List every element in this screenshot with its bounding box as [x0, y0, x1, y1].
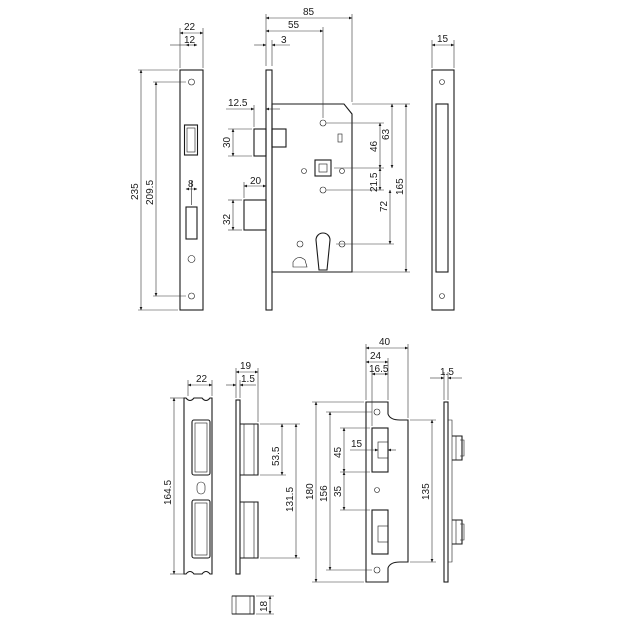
- dim-plate-24: 24: [370, 351, 382, 362]
- strike-box-view: 18: [231, 595, 274, 615]
- dim-latch-height: 30: [222, 136, 233, 148]
- dim-body-overall: 85: [303, 7, 315, 18]
- faceplate-front-view: 22 12 235 209.5 8: [130, 22, 204, 311]
- dim-plate-180: 180: [305, 483, 316, 500]
- dim-plate-edge-thickness: 1.5: [440, 367, 454, 378]
- dim-bolt-projection: 20: [250, 176, 262, 187]
- dim-faceplate-inner: 12: [184, 35, 196, 46]
- dim-plate-45: 45: [333, 446, 344, 458]
- dim-165: 165: [395, 178, 406, 195]
- dim-plate-15: 15: [351, 439, 363, 450]
- strike-plate-view: 40 24 16.5 180 156 45 35 15 135: [305, 337, 436, 583]
- dim-plate-35: 35: [333, 485, 344, 497]
- dim-plate-156: 156: [319, 485, 330, 502]
- dim-plate-overall: 40: [379, 337, 391, 348]
- dim-131-5: 131.5: [285, 487, 296, 512]
- dim-strike-thickness: 1.5: [241, 374, 255, 385]
- forend-edge-view: 15: [431, 34, 455, 311]
- dim-bolt-width: 8: [188, 179, 194, 190]
- lock-body-side-view: 85 55 3 12.5 30 20 32 46 63 21.5: [222, 7, 410, 311]
- dim-faceplate-total-height: 235: [130, 183, 141, 200]
- dim-21-5: 21.5: [369, 172, 380, 192]
- strike-plate-edge-view: 1.5: [430, 367, 465, 583]
- dim-46: 46: [369, 140, 380, 152]
- strike-side-view: 19 1.5 53.5 131.5: [226, 361, 300, 575]
- dim-latch-projection: 12.5: [228, 98, 248, 109]
- dim-strike-box: 18: [259, 600, 270, 612]
- dim-plate-135: 135: [421, 483, 432, 500]
- dim-backset: 55: [288, 20, 300, 31]
- dim-72: 72: [379, 200, 390, 212]
- dim-plate-16-5: 16.5: [369, 364, 389, 375]
- dim-hole-spacing: 209.5: [145, 180, 156, 205]
- dim-strike-front-height: 164.5: [163, 480, 174, 505]
- dim-63: 63: [381, 128, 392, 140]
- dim-strike-depth: 19: [240, 361, 252, 372]
- dim-strike-front-width: 22: [196, 374, 208, 385]
- strike-front-view: 22 164.5: [163, 374, 213, 575]
- dim-53-5: 53.5: [271, 446, 282, 466]
- dim-faceplate-width: 22: [184, 22, 196, 33]
- dim-bolt-height: 32: [222, 213, 233, 225]
- dim-forend-width: 15: [437, 34, 449, 45]
- dim-offset: 3: [281, 35, 287, 46]
